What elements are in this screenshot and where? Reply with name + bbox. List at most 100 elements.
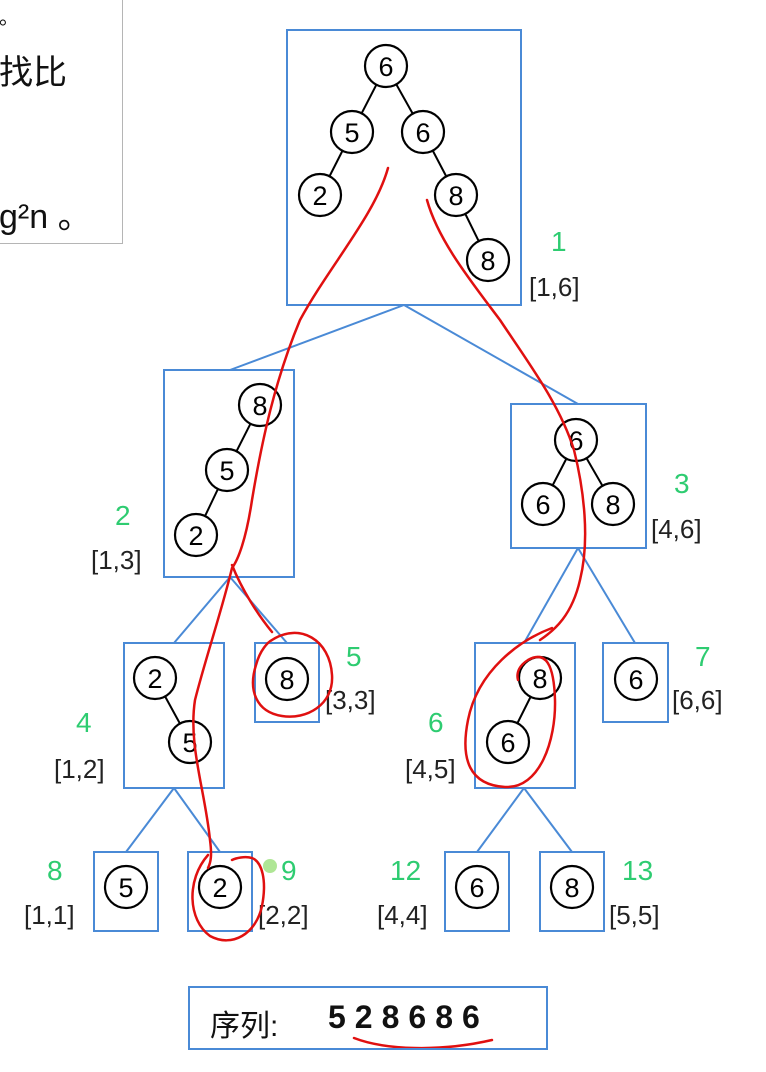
segment-id-6: 6: [428, 707, 444, 738]
node-value: 8: [532, 664, 547, 694]
value-node: [613, 656, 659, 702]
node-value: 2: [212, 873, 227, 903]
node-value: 6: [469, 873, 484, 903]
node-value: 2: [147, 664, 162, 694]
segment-range-3: [4,6]: [651, 514, 702, 544]
segment-id-labels: 1 2 3 4 5 6 7 8 9 12 13: [47, 226, 711, 886]
value-node: [132, 655, 178, 701]
node-value: 6: [415, 118, 430, 148]
red-query-path-right: [425, 198, 587, 642]
edge-2-5: [229, 576, 288, 644]
value-node: [167, 719, 213, 765]
red-query-path-left: [192, 166, 390, 870]
segment-box-3: [510, 403, 647, 549]
red-branch-to-segment-5: [230, 563, 274, 634]
note-line-2: g²n 。: [0, 198, 92, 236]
segment-id-8: 8: [47, 855, 63, 886]
node-value: 8: [480, 246, 495, 276]
node-value: 2: [312, 181, 327, 211]
node-value: 8: [279, 665, 294, 695]
segment-range-13: [5,5]: [609, 900, 660, 930]
segment-id-5: 5: [346, 641, 362, 672]
segment-box-7: [602, 642, 669, 723]
segment-id-2: 2: [115, 500, 131, 531]
node-value: 8: [252, 391, 267, 421]
red-circle-segment-6: [464, 626, 557, 789]
segment-id-3: 3: [674, 468, 690, 499]
value-node: [520, 481, 566, 527]
red-circle-segment-9: [191, 853, 266, 942]
segment-boxes: [93, 29, 669, 932]
node-value: 5: [118, 873, 133, 903]
value-node: [590, 481, 636, 527]
segment-id-4: 4: [76, 707, 92, 738]
node-value: 6: [378, 52, 393, 82]
value-node: [173, 512, 219, 558]
value-node: [433, 172, 479, 218]
value-node: [197, 864, 243, 910]
segment-range-12: [4,4]: [377, 900, 428, 930]
segment-range-labels: [1,6] [1,3] [4,6] [1,2] [3,3] [4,5] [6,6…: [24, 272, 723, 930]
value-node: [264, 656, 310, 702]
edge-1-3: [403, 304, 579, 405]
node-value: 8: [605, 490, 620, 520]
segment-box-12: [444, 851, 510, 932]
value-node: [103, 864, 149, 910]
value-node: [400, 109, 446, 155]
segment-range-2: [1,3]: [91, 545, 142, 575]
edge-3-6: [523, 547, 579, 644]
value-node: [237, 382, 283, 428]
edge-3-7: [577, 547, 636, 644]
edge-2-4: [173, 576, 231, 644]
sequence-values: 528686: [328, 999, 489, 1035]
segment-id-12: 12: [390, 855, 421, 886]
value-node: [465, 237, 511, 283]
node-value: 5: [344, 118, 359, 148]
note-dot: 。: [0, 7, 19, 29]
segment-box-4: [123, 642, 225, 789]
segment-edges: [125, 304, 636, 853]
segment-box-6: [474, 642, 576, 789]
value-node: [485, 719, 531, 765]
segment-range-9: [2,2]: [258, 900, 309, 930]
segment-id-13: 13: [622, 855, 653, 886]
segment-range-7: [6,6]: [672, 685, 723, 715]
value-node: [549, 864, 595, 910]
segment-id-7: 7: [695, 641, 711, 672]
edge-6-13: [523, 787, 573, 853]
edge-4-9: [173, 787, 221, 853]
node-value: 6: [500, 728, 515, 758]
note-line-1: 找比: [0, 54, 67, 92]
segment-id-1: 1: [551, 226, 567, 257]
red-circle-segment-5: [251, 631, 334, 718]
segment-box-8: [93, 851, 159, 932]
edge-6-12: [476, 787, 525, 853]
node-value: 6: [628, 665, 643, 695]
sequence-label: 序列:: [210, 1010, 279, 1043]
cursor-dot-icon: [263, 859, 277, 873]
segment-box-13: [539, 851, 605, 932]
segment-range-4: [1,2]: [54, 754, 105, 784]
segment-range-1: [1,6]: [529, 272, 580, 302]
node-value: 8: [564, 873, 579, 903]
segment-range-6: [4,5]: [405, 754, 456, 784]
node-value: 8: [448, 181, 463, 211]
value-node: [329, 109, 375, 155]
node-value: 6: [535, 490, 550, 520]
segment-range-8: [1,1]: [24, 900, 75, 930]
node-value: 5: [219, 456, 234, 486]
value-node: [204, 447, 250, 493]
edge-1-2: [229, 304, 405, 371]
edge-4-8: [125, 787, 175, 853]
value-node: [363, 43, 409, 89]
value-node: [297, 172, 343, 218]
node-value: 2: [188, 521, 203, 551]
value-nodes: 6 5 6 2 8 8 8 5 2 6 6 8 2 5 8 8: [103, 43, 659, 910]
segment-box-9: [187, 851, 253, 932]
segment-box-5: [254, 642, 320, 723]
sequence-box: 序列: 528686: [188, 986, 548, 1050]
segment-box-1: [286, 29, 522, 306]
note-panel: 。 找比 g²n 。: [0, 0, 123, 244]
segment-range-5: [3,3]: [325, 685, 376, 715]
